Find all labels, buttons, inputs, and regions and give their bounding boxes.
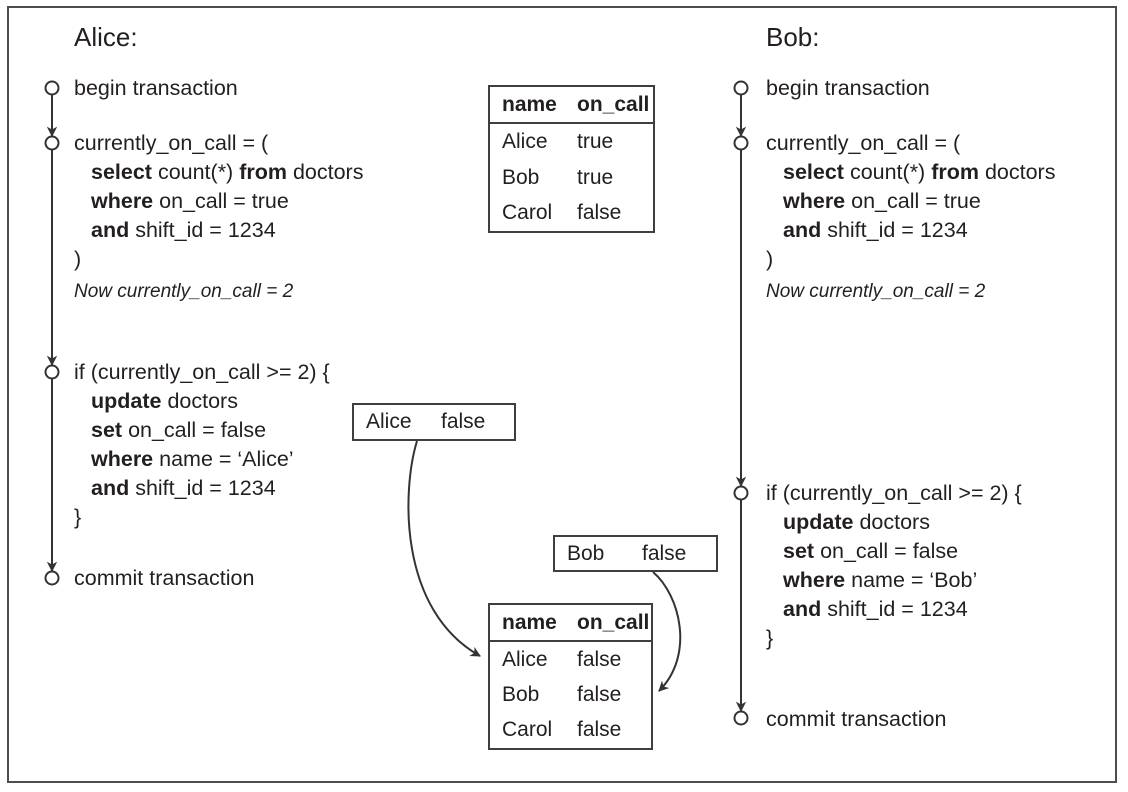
bob-begin-transaction: begin transaction	[766, 76, 930, 100]
bob-commit-transaction: commit transaction	[766, 707, 947, 731]
timeline-event-marker	[44, 135, 60, 151]
bob-and-shift-id: and shift_id = 1234	[783, 218, 968, 242]
alice-update-doctors: update doctors	[91, 389, 238, 413]
alice-write-box: Alice false	[352, 403, 516, 441]
write-box-value: false	[642, 541, 687, 565]
table-row: Alice false	[490, 642, 651, 677]
table-row: Carol false	[490, 195, 653, 231]
final-doctors-table: name on_call Alice false Bob false Carol…	[488, 603, 653, 750]
bob-if-condition: if (currently_on_call >= 2) {	[766, 481, 1022, 505]
write-box-name: Bob	[567, 541, 605, 565]
bob-assign-currently: currently_on_call = (	[766, 131, 961, 155]
alice-begin-transaction: begin transaction	[74, 76, 238, 100]
table-row: Bob true	[490, 160, 653, 196]
bob-close-paren: )	[766, 247, 774, 271]
alice-where-on-call: where on_call = true	[91, 189, 289, 213]
timeline-event-marker	[44, 570, 60, 586]
column-header-on-call: on_call	[577, 610, 650, 634]
table-cell: false	[577, 201, 622, 225]
timeline-event-marker	[733, 80, 749, 96]
bob-write-arrow	[652, 571, 682, 692]
alice-write-arrow	[407, 440, 481, 657]
initial-doctors-table: name on_call Alice true Bob true Carol f…	[488, 85, 655, 233]
alice-set-on-call: set on_call = false	[91, 418, 267, 442]
table-cell: false	[577, 718, 622, 742]
table-cell: Alice	[502, 647, 548, 671]
bob-timeline	[733, 80, 749, 726]
alice-select-count: select count(*) from doctors	[91, 160, 364, 184]
timeline-event-marker	[733, 710, 749, 726]
table-cell: true	[577, 165, 614, 189]
bob-write-box: Bob false	[553, 535, 718, 572]
table-cell: Carol	[502, 201, 553, 225]
table-cell: true	[577, 129, 614, 153]
table-cell: Carol	[502, 718, 553, 742]
write-box-name: Alice	[366, 410, 412, 433]
alice-close-paren: )	[74, 247, 82, 271]
alice-note-currently-2: Now currently_on_call = 2	[74, 281, 294, 302]
bob-update-doctors: update doctors	[783, 510, 930, 534]
table-cell: Bob	[502, 682, 540, 706]
bob-close-brace: }	[766, 626, 774, 650]
alice-title: Alice:	[74, 22, 138, 52]
bob-where-on-call: where on_call = true	[783, 189, 981, 213]
column-header-name: name	[502, 92, 557, 116]
table-cell: false	[577, 647, 622, 671]
timeline-event-marker	[733, 485, 749, 501]
table-cell: Alice	[502, 129, 548, 153]
timeline-event-marker	[733, 135, 749, 151]
alice-assign-currently: currently_on_call = (	[74, 131, 269, 155]
table-row: Bob false	[490, 677, 651, 712]
table-row: Alice true	[490, 124, 653, 160]
alice-if-condition: if (currently_on_call >= 2) {	[74, 360, 330, 384]
bob-set-on-call: set on_call = false	[783, 539, 959, 563]
timeline-event-marker	[44, 80, 60, 96]
table-cell: false	[577, 682, 622, 706]
alice-timeline	[44, 80, 60, 586]
alice-and-shift-id: and shift_id = 1234	[91, 218, 276, 242]
alice-where-name: where name = ‘Alice’	[91, 447, 294, 471]
alice-close-brace: }	[74, 505, 82, 529]
alice-and-shift-id-2: and shift_id = 1234	[91, 476, 276, 500]
write-box-value: false	[441, 410, 486, 433]
table-cell: Bob	[502, 165, 540, 189]
column-header-name: name	[502, 610, 557, 634]
timeline-event-marker	[44, 364, 60, 380]
table-row: Carol false	[490, 713, 651, 748]
bob-select-count: select count(*) from doctors	[783, 160, 1056, 184]
bob-title: Bob:	[766, 22, 820, 52]
table-header-row: name on_call	[490, 605, 651, 642]
bob-and-shift-id-2: and shift_id = 1234	[783, 597, 968, 621]
table-header-row: name on_call	[490, 87, 653, 124]
column-header-on-call: on_call	[577, 92, 650, 116]
bob-note-currently-2: Now currently_on_call = 2	[766, 281, 986, 302]
alice-commit-transaction: commit transaction	[74, 566, 255, 590]
bob-where-name: where name = ‘Bob’	[783, 568, 978, 592]
